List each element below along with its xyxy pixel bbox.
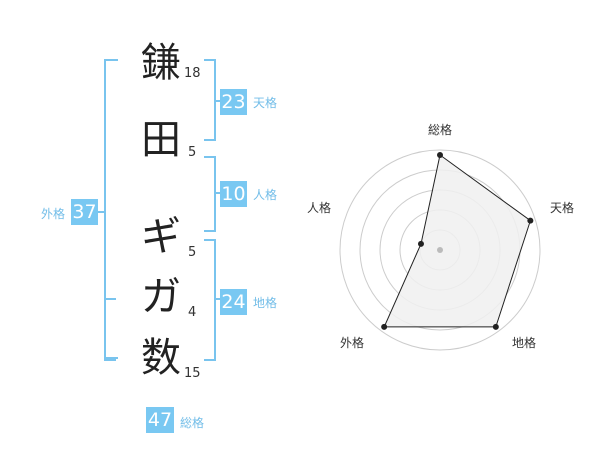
radar-point-3 [381, 323, 388, 330]
chikaku-tick [214, 298, 222, 300]
chikaku-bracket [204, 239, 216, 361]
stroke-count-1: 18 [184, 66, 201, 81]
radar-label-gaikaku: 外格 [339, 336, 364, 350]
jinkaku-value: 10 [220, 181, 247, 207]
stroke-count-3: 5 [188, 245, 197, 260]
radar-label-soukaku: 総格 [427, 123, 452, 137]
gaikaku-value: 37 [71, 199, 98, 225]
radar-label-jinkaku: 人格 [306, 201, 331, 215]
name-char-1: 鎌 [141, 40, 181, 86]
gaikaku-tick-mid [104, 298, 116, 300]
jinkaku-tick [214, 192, 222, 194]
name-char-5: 数 [141, 335, 181, 381]
radar-center-dot [437, 247, 443, 253]
stroke-count-4: 4 [188, 305, 197, 320]
tenkaku-value: 23 [220, 89, 247, 115]
jinkaku-bracket [204, 156, 216, 232]
radar-grid-ring [339, 149, 541, 351]
tenkaku-label: 天格 [253, 96, 278, 110]
gaikaku-tick-top [104, 59, 118, 61]
radar-label-chikaku: 地格 [511, 336, 536, 350]
chikaku-value: 24 [220, 289, 247, 315]
gaikaku-connector [98, 211, 106, 213]
jinkaku-label: 人格 [253, 188, 278, 202]
gaikaku-label: 外格 [41, 207, 66, 221]
soukaku-value: 47 [146, 407, 174, 433]
chikaku-label: 地格 [253, 296, 278, 310]
name-char-3: ギ [141, 214, 181, 260]
radar-point-2 [492, 323, 499, 330]
stroke-count-5: 15 [184, 366, 201, 381]
gaikaku-tick-bottom [104, 357, 118, 359]
radar-point-4 [417, 240, 424, 247]
stroke-count-2: 5 [188, 145, 197, 160]
radar-point-0 [437, 152, 443, 158]
radar-point-1 [527, 217, 534, 224]
name-char-4: ガ [141, 274, 181, 320]
radar-label-tenkaku: 天格 [549, 201, 574, 215]
soukaku-label: 総格 [180, 416, 205, 430]
name-char-2: 田 [141, 117, 181, 163]
radar-polygon [383, 154, 531, 328]
tenkaku-tick [214, 100, 222, 102]
